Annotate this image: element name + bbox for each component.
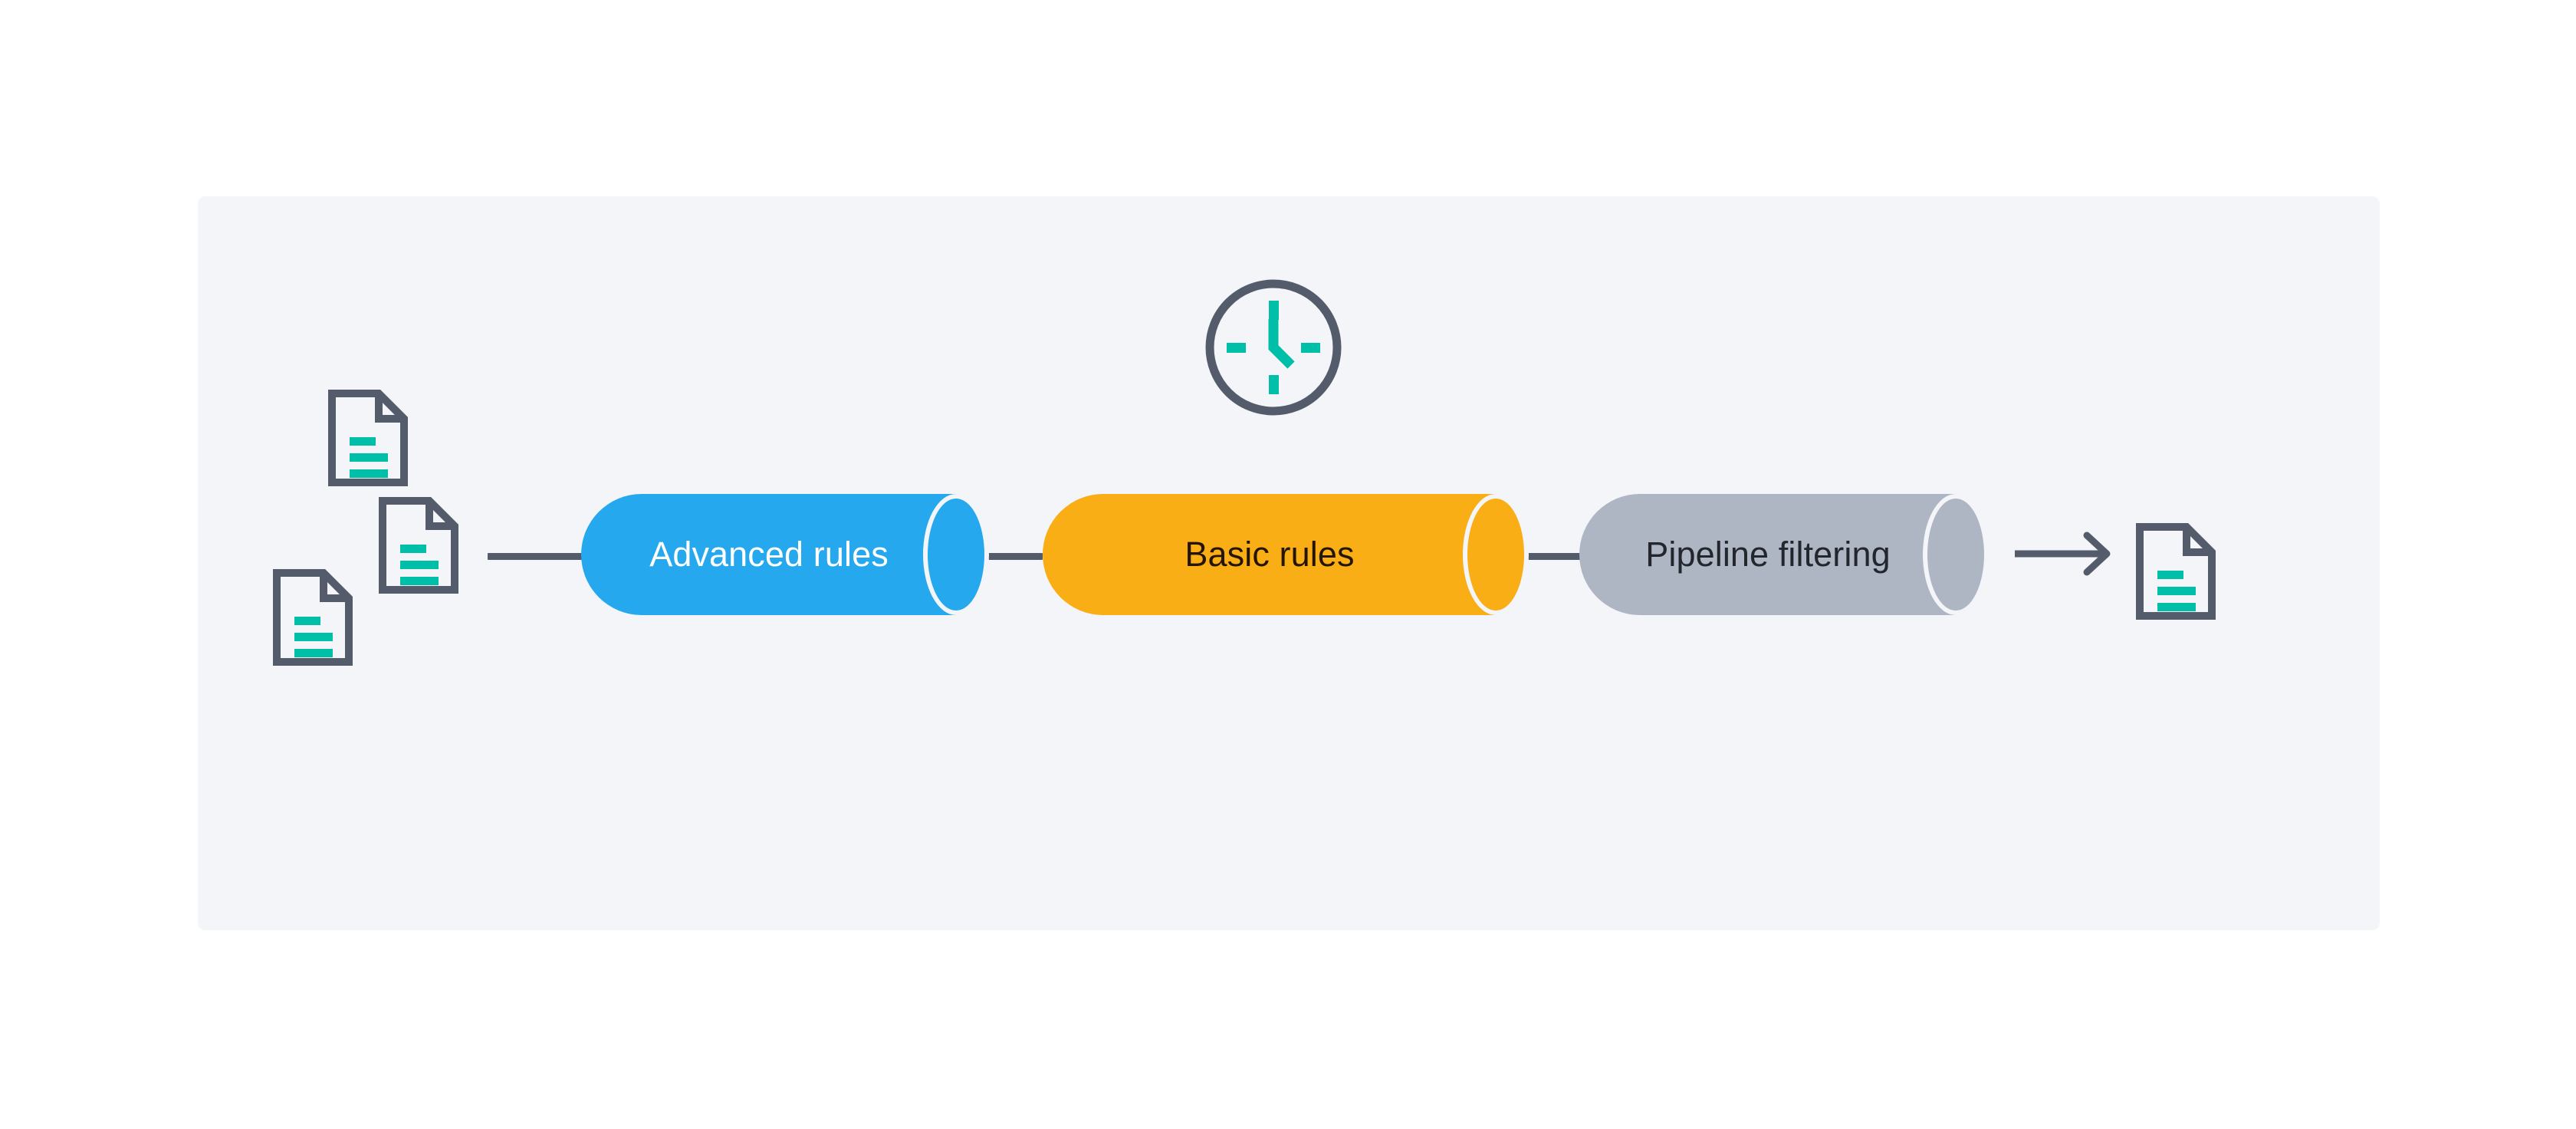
connector-line	[488, 553, 586, 560]
cylinder-cap	[1463, 494, 1529, 615]
pipeline-stage-advanced-rules[interactable]: Advanced rules	[581, 494, 989, 615]
document-icon	[273, 569, 353, 666]
stage-label: Basic rules	[1184, 535, 1355, 574]
cylinder-cap	[923, 494, 989, 615]
cylinder-body	[1579, 494, 1957, 615]
cylinder-cap	[1923, 494, 1989, 615]
stage-label: Pipeline filtering	[1645, 535, 1891, 574]
cylinder-body	[581, 494, 957, 615]
document-icon	[2136, 523, 2216, 620]
clock-icon	[1201, 275, 1346, 420]
pipeline-stage-basic-rules[interactable]: Basic rules	[1043, 494, 1529, 615]
stage-label: Advanced rules	[649, 535, 889, 574]
arrow-icon	[2015, 529, 2114, 578]
connector-line	[1526, 553, 1582, 560]
cylinder-body	[1043, 494, 1497, 615]
connector-line	[987, 553, 1043, 560]
document-icon	[328, 390, 408, 486]
document-icon	[379, 497, 458, 594]
pipeline-stage-pipeline-filtering[interactable]: Pipeline filtering	[1579, 494, 1989, 615]
